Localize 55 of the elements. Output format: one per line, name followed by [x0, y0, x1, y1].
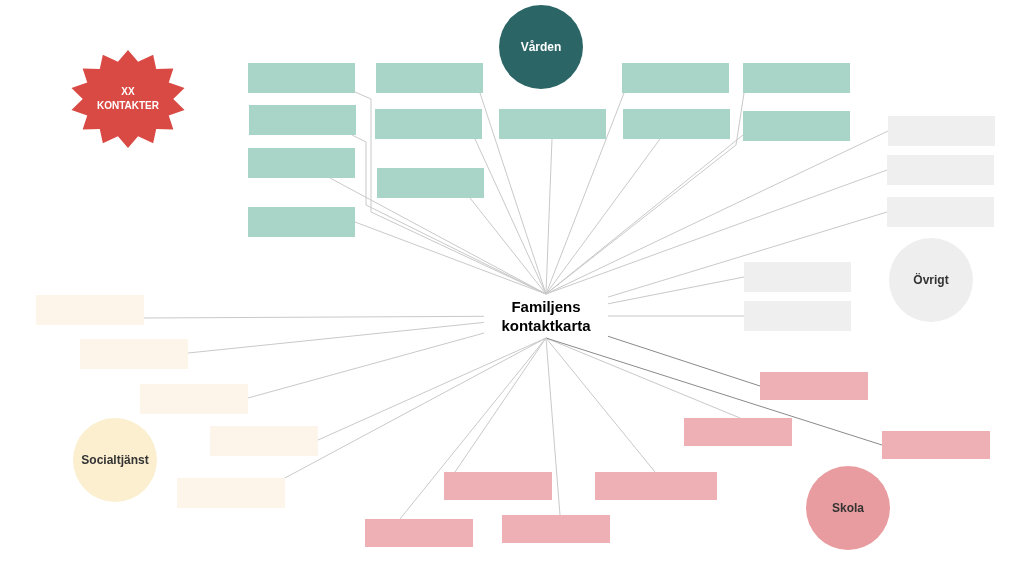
connector-line: [469, 197, 547, 295]
contact-box: [888, 116, 995, 146]
contact-box: [365, 519, 473, 547]
node-label: Vården: [520, 39, 562, 56]
node-label: XX KONTAKTER: [97, 86, 159, 111]
contact-box: [376, 63, 483, 93]
node-label: Skola: [832, 500, 864, 517]
contact-box: [743, 111, 850, 141]
node-label: Familjens kontaktkarta: [500, 297, 592, 335]
connector-line: [187, 321, 485, 354]
contact-box: [684, 418, 792, 446]
connector-line: [607, 211, 888, 298]
connector-line: [317, 337, 547, 441]
contact-box: [502, 515, 610, 543]
contact-box: [887, 155, 994, 185]
node-label: Socialtjänst: [81, 452, 149, 469]
connector-line: [545, 337, 883, 446]
connector-line: [545, 134, 744, 295]
node-label: Övrigt: [913, 272, 949, 289]
connector-line: [545, 337, 741, 419]
connector-line: [545, 138, 553, 295]
contact-box: [177, 478, 285, 508]
contact-box: [80, 339, 188, 369]
connector-line: [545, 169, 888, 295]
connector-line: [247, 332, 485, 399]
connector-line: [607, 335, 761, 387]
contact-box: [210, 426, 318, 456]
connector-line: [545, 337, 561, 516]
connector-line: [354, 221, 547, 295]
contact-box: [249, 105, 356, 135]
connector-line: [143, 315, 485, 319]
contact-box: [444, 472, 552, 500]
connector-line: [545, 138, 661, 295]
contact-box: [140, 384, 248, 414]
connector-line: [545, 337, 656, 473]
contact-box: [887, 197, 994, 227]
starburst-badge: [70, 50, 186, 148]
contact-box: [743, 63, 850, 93]
connector-line: [607, 276, 745, 305]
contact-box: [744, 262, 851, 292]
contact-box: [248, 63, 355, 93]
contact-box: [622, 63, 729, 93]
contact-box: [744, 301, 851, 331]
contact-box: [248, 207, 355, 237]
contact-box: [36, 295, 144, 325]
contact-box: [595, 472, 717, 500]
contact-box: [882, 431, 990, 459]
contact-box: [377, 168, 484, 198]
contact-box: [623, 109, 730, 139]
connector-line: [399, 337, 547, 520]
connector-line: [282, 337, 547, 480]
contact-box: [375, 109, 482, 139]
contact-box: [248, 148, 355, 178]
contact-box: [499, 109, 606, 139]
contact-box: [760, 372, 868, 400]
